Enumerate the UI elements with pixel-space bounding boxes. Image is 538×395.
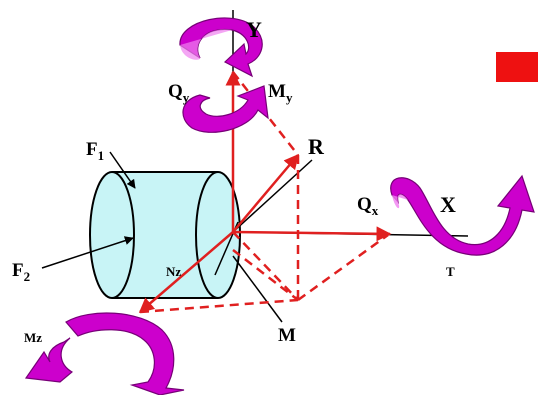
force-vectors	[138, 70, 392, 313]
f1-arrow	[109, 151, 136, 189]
m-leader-line	[232, 255, 283, 323]
qx-label: Qx	[357, 194, 379, 218]
nz-vector	[138, 231, 234, 313]
my-label: My	[268, 81, 293, 105]
r-vector	[232, 153, 299, 233]
qy-label: Qy	[168, 81, 190, 105]
mz-label: Mz	[24, 330, 42, 345]
mz-moment-arrow	[24, 312, 185, 395]
x-axis-label: X	[440, 192, 456, 217]
f2-arrow	[41, 236, 134, 269]
my-moment-arrow	[179, 17, 269, 133]
f1-label: F1	[86, 139, 104, 163]
r-label: R	[308, 134, 325, 159]
nz-label: Nz	[166, 264, 181, 279]
f2-label: F2	[12, 260, 30, 284]
red-square-marker	[496, 52, 538, 82]
m-label: M	[278, 325, 296, 346]
qx-vector	[232, 226, 392, 242]
y-axis-label: Y	[246, 17, 262, 42]
t-label: T	[446, 264, 455, 279]
cylinder	[89, 171, 241, 299]
r-leader-line	[232, 159, 313, 233]
mx-moment-arrow	[390, 174, 535, 256]
